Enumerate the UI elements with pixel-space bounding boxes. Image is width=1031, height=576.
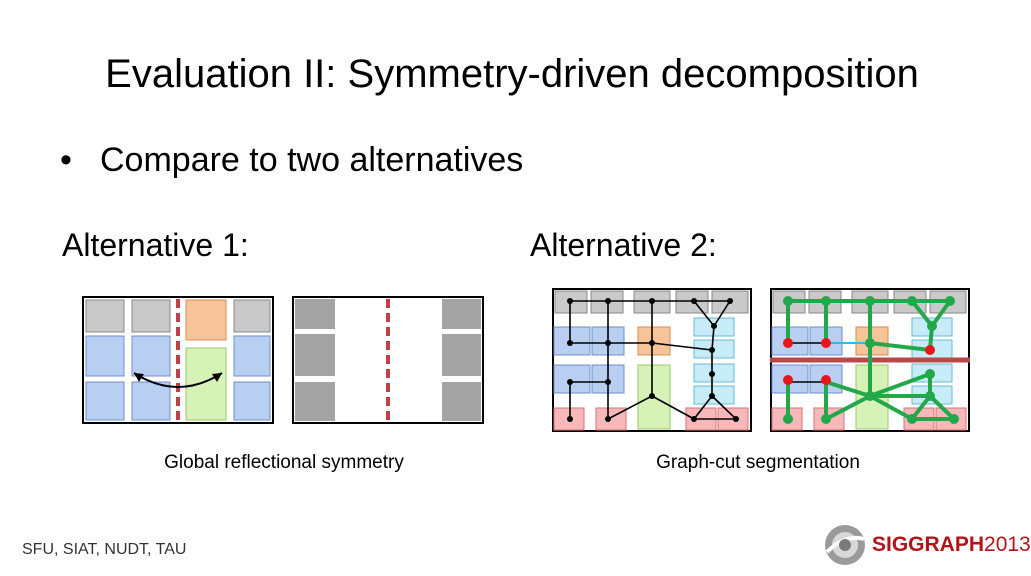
blue-tile xyxy=(85,381,125,421)
reflection-arrow xyxy=(133,372,223,388)
alternative-2-label: Alternative 2: xyxy=(530,227,717,263)
bullet-dot: • xyxy=(60,141,72,179)
logo-word: SIGGRAPH xyxy=(872,533,985,556)
bullet-text: Compare to two alternatives xyxy=(100,141,524,179)
symmetry-segmentation-figure xyxy=(292,296,484,424)
dark-segment xyxy=(295,299,335,329)
arrow-head-right xyxy=(212,373,222,382)
green-tile xyxy=(637,364,671,430)
bullet-item: • Compare to two alternatives xyxy=(60,138,523,182)
dark-segment xyxy=(442,299,481,329)
graph-nodes xyxy=(567,298,739,422)
dark-segment xyxy=(442,382,481,421)
dark-segment xyxy=(295,334,335,376)
gray-tile xyxy=(85,299,125,333)
blue-tile xyxy=(233,381,271,421)
graph-facade-figure xyxy=(552,288,752,432)
red-nodes xyxy=(783,338,935,385)
blue-tile xyxy=(553,364,591,394)
dark-segment xyxy=(442,334,481,376)
footer-affiliations: SFU, SIAT, NUDT, TAU xyxy=(22,541,187,558)
dark-segment xyxy=(295,382,335,421)
alternative-1-caption: Global reflectional symmetry xyxy=(164,452,404,473)
symmetry-facade-figure xyxy=(82,296,274,424)
gray-tile xyxy=(131,299,171,333)
blue-tile xyxy=(85,335,125,377)
orange-tile xyxy=(185,299,227,341)
alternative-2-caption: Graph-cut segmentation xyxy=(656,452,860,473)
green-nodes xyxy=(783,296,959,424)
siggraph-logo: SIGGRAPH2013 xyxy=(822,520,1031,570)
blue-tile xyxy=(233,335,271,377)
graph-cut-figure xyxy=(770,288,970,432)
logo-year: 2013 xyxy=(984,533,1031,556)
gray-tile xyxy=(233,299,271,333)
siggraph-swirl-icon xyxy=(825,525,865,565)
arrow-head-left xyxy=(134,373,144,382)
slide-title: Evaluation II: Symmetry-driven decomposi… xyxy=(105,52,919,96)
alternative-1-label: Alternative 1: xyxy=(62,227,249,263)
graph-edges xyxy=(788,342,826,383)
blue-tile xyxy=(131,335,171,377)
green-tile xyxy=(185,347,227,421)
blue-tile xyxy=(131,381,171,421)
